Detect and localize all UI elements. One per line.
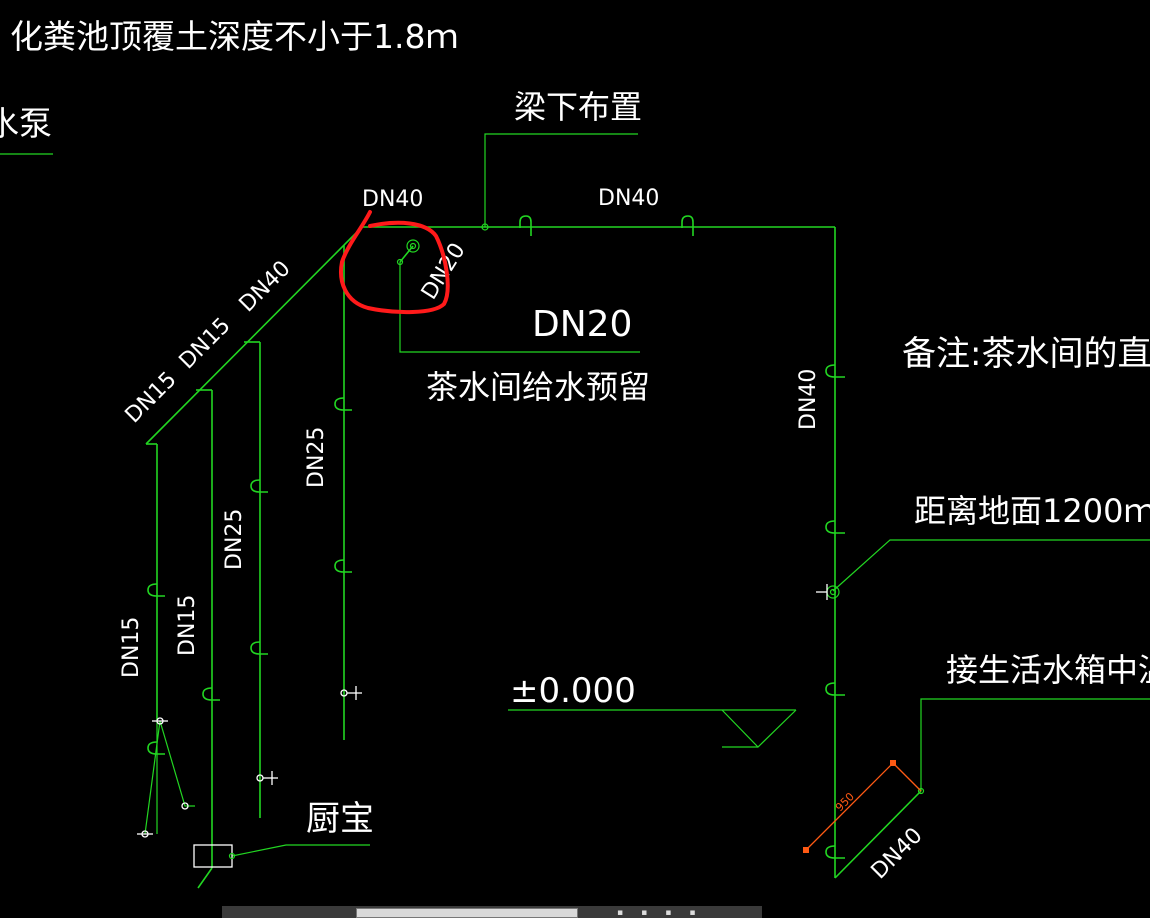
diagonal-dn40-label: DN40 (235, 256, 296, 317)
fitting-hook (825, 682, 845, 696)
tank-note-label: 接生活水箱中温 (946, 651, 1150, 689)
fitting-hook (250, 641, 268, 655)
fitting-hook (825, 845, 845, 859)
fitting-hook (681, 215, 694, 236)
bottom-dn40-label: DN40 (867, 823, 928, 884)
dimension-endpoint (803, 847, 809, 853)
tea-room-branch-pipe (399, 245, 414, 263)
riser-dn15-label-b: DN15 (175, 595, 200, 656)
fitting-hook (147, 583, 165, 597)
top-dn40-label-a: DN40 (362, 187, 423, 212)
pan-icon[interactable]: ▪ (641, 908, 666, 918)
title-note-text: 化粪池顶覆土深度不小于1.8ｍ (10, 17, 458, 56)
tea-room-reserve-label: 茶水间给水预留 (426, 368, 650, 406)
diagonal-main-pipe (145, 226, 363, 445)
level-label: ±0.000 (510, 671, 636, 711)
red-markup-circle[interactable] (339, 210, 450, 315)
fixture-node (181, 802, 189, 810)
dn20-big-label: DN20 (532, 304, 632, 345)
tea-room-valve-icon (406, 239, 420, 253)
riser-dn40-label: DN40 (796, 369, 821, 430)
height-note-label: 距离地面1200ｍ (914, 492, 1150, 530)
kitchen-heater-label: 厨宝 (306, 799, 374, 839)
kitchen-heater-box (193, 844, 233, 868)
height-valve-center (829, 588, 837, 596)
riser-dn25-label-a: DN25 (304, 427, 329, 488)
fitting-hook (334, 397, 352, 411)
diagonal-dn15-label-b: DN15 (175, 313, 236, 374)
beam-note-label: 梁下布置 (514, 88, 642, 126)
tea-room-leader (399, 262, 640, 353)
fitting-hook (519, 215, 532, 236)
fitting-hook (202, 687, 220, 701)
pipe-node-dot (481, 223, 489, 231)
status-bar-buttons: ▪▪▪▪ (617, 908, 713, 918)
pipe-node-dot (917, 787, 925, 795)
snap-icon[interactable]: ▪ (689, 908, 714, 918)
pipe-node-dot (396, 258, 404, 266)
fitting-hook (147, 741, 165, 755)
top-dn40-label-b: DN40 (598, 186, 659, 211)
status-bar: ▪▪▪▪ (222, 906, 762, 918)
height-valve-icon (826, 585, 840, 599)
valves (137, 223, 925, 838)
fitting-hook (825, 520, 845, 534)
grid-icon[interactable]: ▪ (665, 908, 690, 918)
tea-room-valve-center (409, 242, 417, 250)
tank-note-leader (920, 698, 1150, 791)
branch-bottom-tail (197, 867, 213, 889)
fixture-sketch-lines (144, 720, 195, 835)
diagonal-dn15-label-a: DN15 (121, 367, 182, 428)
riser-dn15-label-a: DN15 (119, 617, 144, 678)
pipe-network (144, 133, 1150, 889)
level-marker-triangle (721, 709, 797, 748)
fitting-hook (825, 364, 845, 378)
riser-dn25-label-b: DN25 (222, 509, 247, 570)
fitting-hook (250, 479, 268, 493)
beam-note-leader (484, 133, 638, 227)
zoom-icon[interactable]: ▪ (617, 908, 642, 918)
pump-label: 水泵 (0, 104, 52, 143)
pipe-node-dot (228, 852, 236, 860)
command-input[interactable] (356, 908, 578, 918)
kitchen-leader (231, 844, 370, 857)
height-note-leader (832, 539, 1150, 592)
remark-label: 备注:茶水间的直 (902, 334, 1150, 374)
bottom-diagonal-pipe (834, 790, 922, 879)
dimension-extension (892, 762, 922, 792)
small-dn20-label: DN20 (417, 239, 471, 304)
dimension-line-950 (805, 762, 894, 851)
fitting-hook (334, 559, 352, 573)
pipe-fittings (147, 215, 845, 859)
